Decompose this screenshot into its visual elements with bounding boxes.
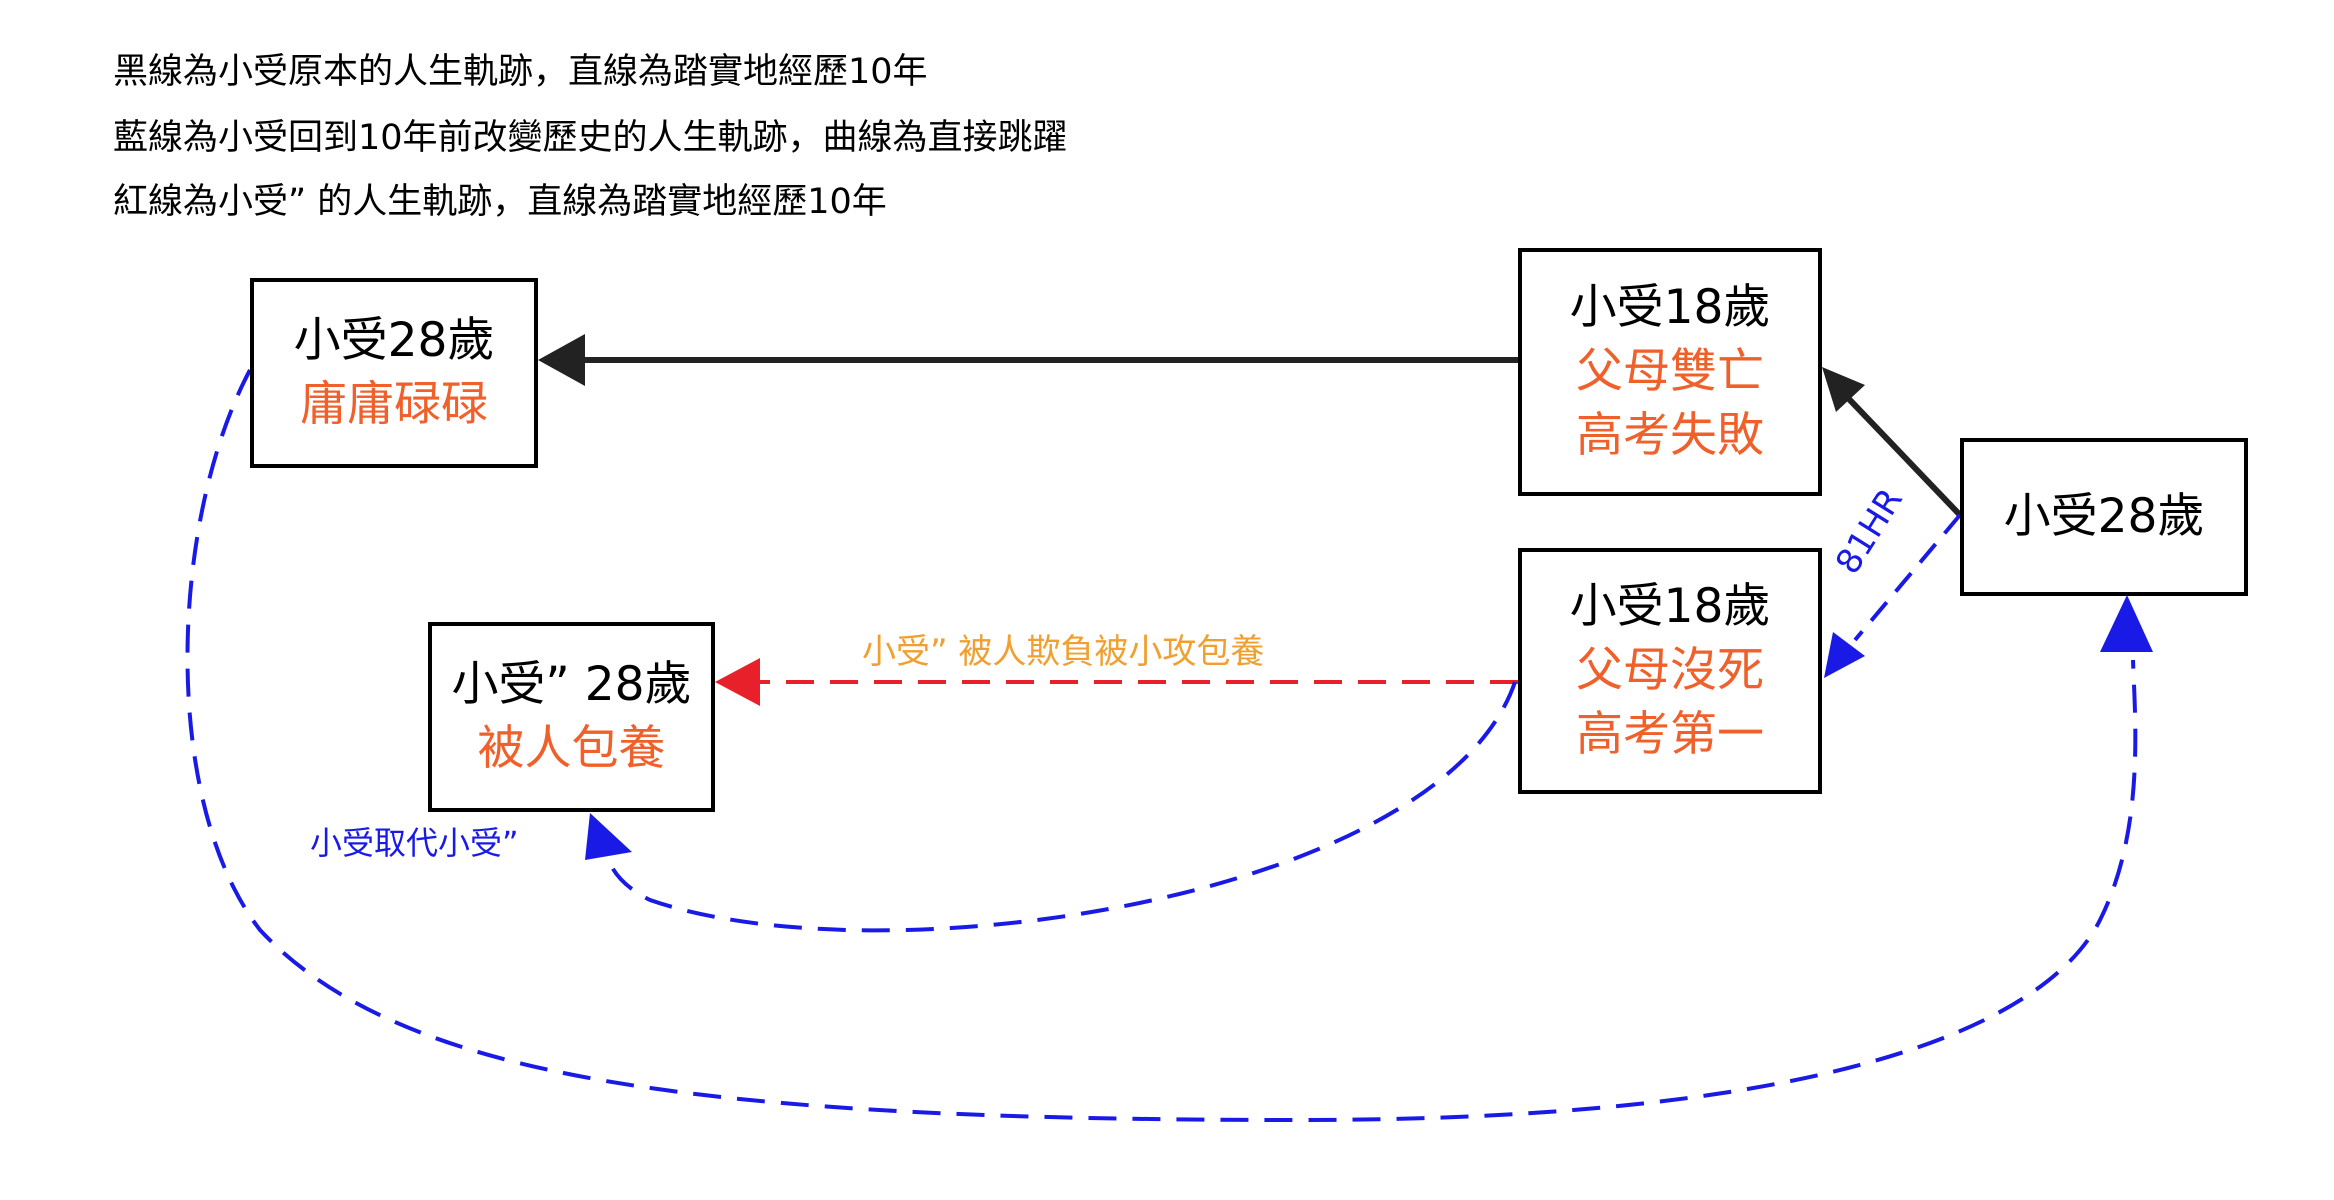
node-mid-left: 小受” 28歲 被人包養 <box>428 622 715 812</box>
node-top-right-status-2: 高考失敗 <box>1576 408 1764 463</box>
arrowhead-blue-curve-small <box>585 813 632 860</box>
arrowhead-blue-diagonal <box>1824 632 1865 678</box>
node-mid-right-title: 小受18歲 <box>1569 579 1771 634</box>
node-far-right: 小受28歲 <box>1960 438 2248 596</box>
node-mid-right: 小受18歲 父母沒死 高考第一 <box>1518 548 1822 794</box>
legend-line-1: 黑線為小受原本的人生軌跡，直線為踏實地經歷10年 <box>113 52 928 92</box>
node-far-right-title: 小受28歲 <box>2003 489 2205 544</box>
node-mid-right-status-1: 父母沒死 <box>1576 643 1764 698</box>
node-top-left: 小受28歲 庸庸碌碌 <box>250 278 538 468</box>
edge-black-diagonal <box>1845 395 1963 518</box>
node-top-right: 小受18歲 父母雙亡 高考失敗 <box>1518 248 1822 496</box>
arrowhead-blue-curve-large <box>2100 595 2153 652</box>
edge-label-blue-curve: 小受取代小受” <box>310 824 519 862</box>
node-mid-right-status-2: 高考第一 <box>1576 707 1764 762</box>
node-mid-left-status: 被人包養 <box>477 721 666 776</box>
legend-line-2: 藍線為小受回到10年前改變歷史的人生軌跡，曲線為直接跳躍 <box>113 118 1068 158</box>
edge-label-red: 小受” 被人欺負被小攻包養 <box>862 632 1265 672</box>
node-top-right-status-1: 父母雙亡 <box>1576 344 1764 399</box>
node-top-left-status: 庸庸碌碌 <box>300 377 488 432</box>
node-mid-left-title: 小受” 28歲 <box>451 657 692 712</box>
arrowhead-red <box>715 658 760 706</box>
node-top-left-title: 小受28歲 <box>293 313 495 368</box>
edge-blue-diagonal <box>1853 513 1962 642</box>
node-top-right-title: 小受18歲 <box>1569 280 1771 335</box>
legend-line-3: 紅線為小受” 的人生軌跡，直線為踏實地經歷10年 <box>113 182 887 222</box>
arrowhead-black-diagonal <box>1822 367 1865 412</box>
edge-blue-curve-large <box>185 369 2138 1123</box>
arrowhead-black-horizontal <box>538 334 585 386</box>
edge-blue-curve-small <box>603 681 1517 933</box>
